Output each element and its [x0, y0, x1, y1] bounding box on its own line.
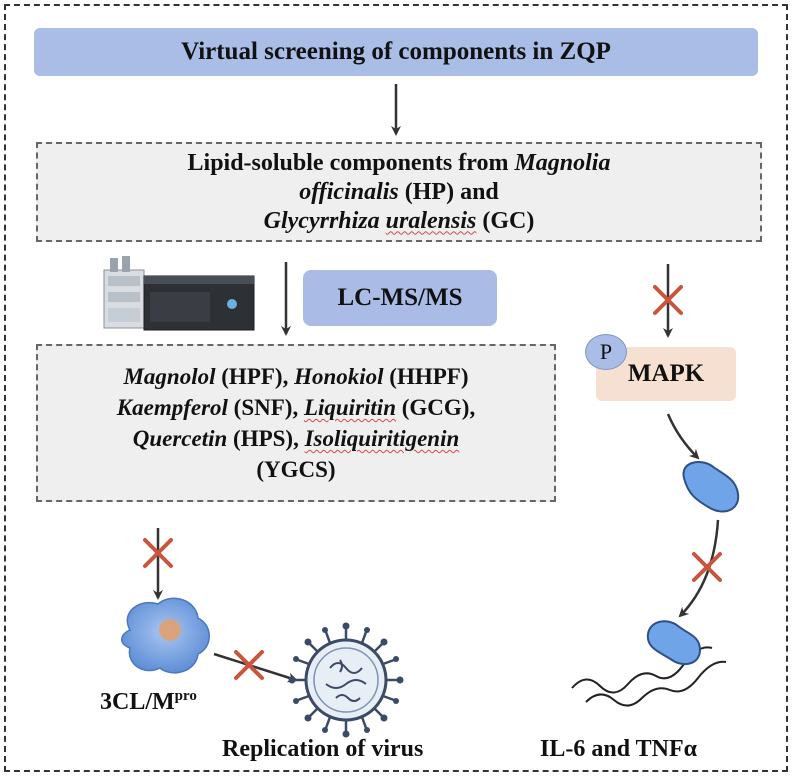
compound-code: (HPS),	[227, 426, 305, 451]
inhibit-x-icon	[653, 285, 683, 315]
compound-code: (YGCS)	[256, 457, 336, 482]
glycyrrhiza-term: Glycyrrhiza	[263, 207, 380, 234]
screening-title-box: Virtual screening of components in ZQP	[34, 28, 758, 76]
lcms-instrument-icon	[103, 256, 255, 331]
compound-name: Kaempferol	[116, 395, 228, 420]
dashed-frame	[4, 4, 788, 772]
protease-label-base: 3CL/M	[100, 689, 175, 715]
arrow-protein-to-dna	[678, 519, 720, 618]
dna-strand-icon	[585, 660, 727, 707]
magnolia-term: Magnolia	[514, 149, 611, 176]
bound-protein-icon	[646, 620, 702, 666]
virus-icon	[288, 622, 404, 738]
lipid-text-1: Lipid-soluble components from	[187, 149, 515, 176]
lcms-label: LC-MS/MS	[337, 284, 463, 311]
signal-protein-icon	[682, 461, 740, 513]
inhibit-x-icon	[692, 552, 722, 582]
compound-name: Liquiritin	[303, 395, 396, 420]
compounds-line-1: Magnolol (HPF), Honokiol (HHPF)	[123, 361, 468, 392]
mapk-label: MAPK	[627, 360, 705, 387]
phospho-label: P	[599, 339, 613, 364]
screening-title: Virtual screening of components in ZQP	[181, 38, 611, 65]
compounds-box: Magnolol (HPF), Honokiol (HHPF) Kaempfer…	[36, 344, 556, 502]
uralensis-term: uralensis	[385, 207, 477, 234]
compound-name: Honokiol	[294, 364, 384, 389]
lipid-line-2: officinalis (HP) and	[299, 178, 499, 207]
cytokine-label: IL-6 and TNFα	[540, 736, 697, 762]
arrow-mapk-to-protein	[666, 413, 700, 460]
compounds-line-4: (YGCS)	[256, 454, 335, 485]
inhibit-x-icon	[143, 538, 173, 568]
arrow-protease-to-virus	[213, 652, 298, 683]
inhibit-x-icon	[234, 650, 264, 680]
compounds-line-3: Quercetin (HPS), Isoliquiritigenin	[133, 423, 460, 454]
protease-label: 3CL/Mpro	[100, 688, 197, 716]
compound-name: Quercetin	[132, 426, 228, 451]
protease-label-sup: pro	[174, 688, 197, 704]
compound-code: (HPF),	[215, 364, 295, 389]
lipid-text-3: (GC)	[476, 207, 535, 234]
phospho-circle: P	[585, 334, 627, 370]
virus-label: Replication of virus	[222, 736, 424, 762]
lipid-text-2: (HP) and	[398, 178, 499, 205]
lipid-line-1: Lipid-soluble components from Magnolia	[188, 149, 611, 178]
compound-code: (HHPF)	[383, 364, 469, 389]
lcms-box: LC-MS/MS	[303, 270, 497, 326]
compound-code: (GCG),	[396, 395, 476, 420]
compound-name: Isoliquiritigenin	[304, 426, 460, 451]
officinalis-term: officinalis	[299, 178, 399, 205]
lipid-line-3: Glycyrrhiza uralensis (GC)	[264, 207, 535, 236]
protease-icon	[121, 597, 210, 674]
compounds-line-2: Kaempferol (SNF), Liquiritin (GCG),	[117, 392, 475, 423]
compound-name: Magnolol	[123, 364, 216, 389]
lipid-components-box: Lipid-soluble components from Magnolia o…	[36, 142, 762, 242]
compound-code: (SNF),	[227, 395, 304, 420]
